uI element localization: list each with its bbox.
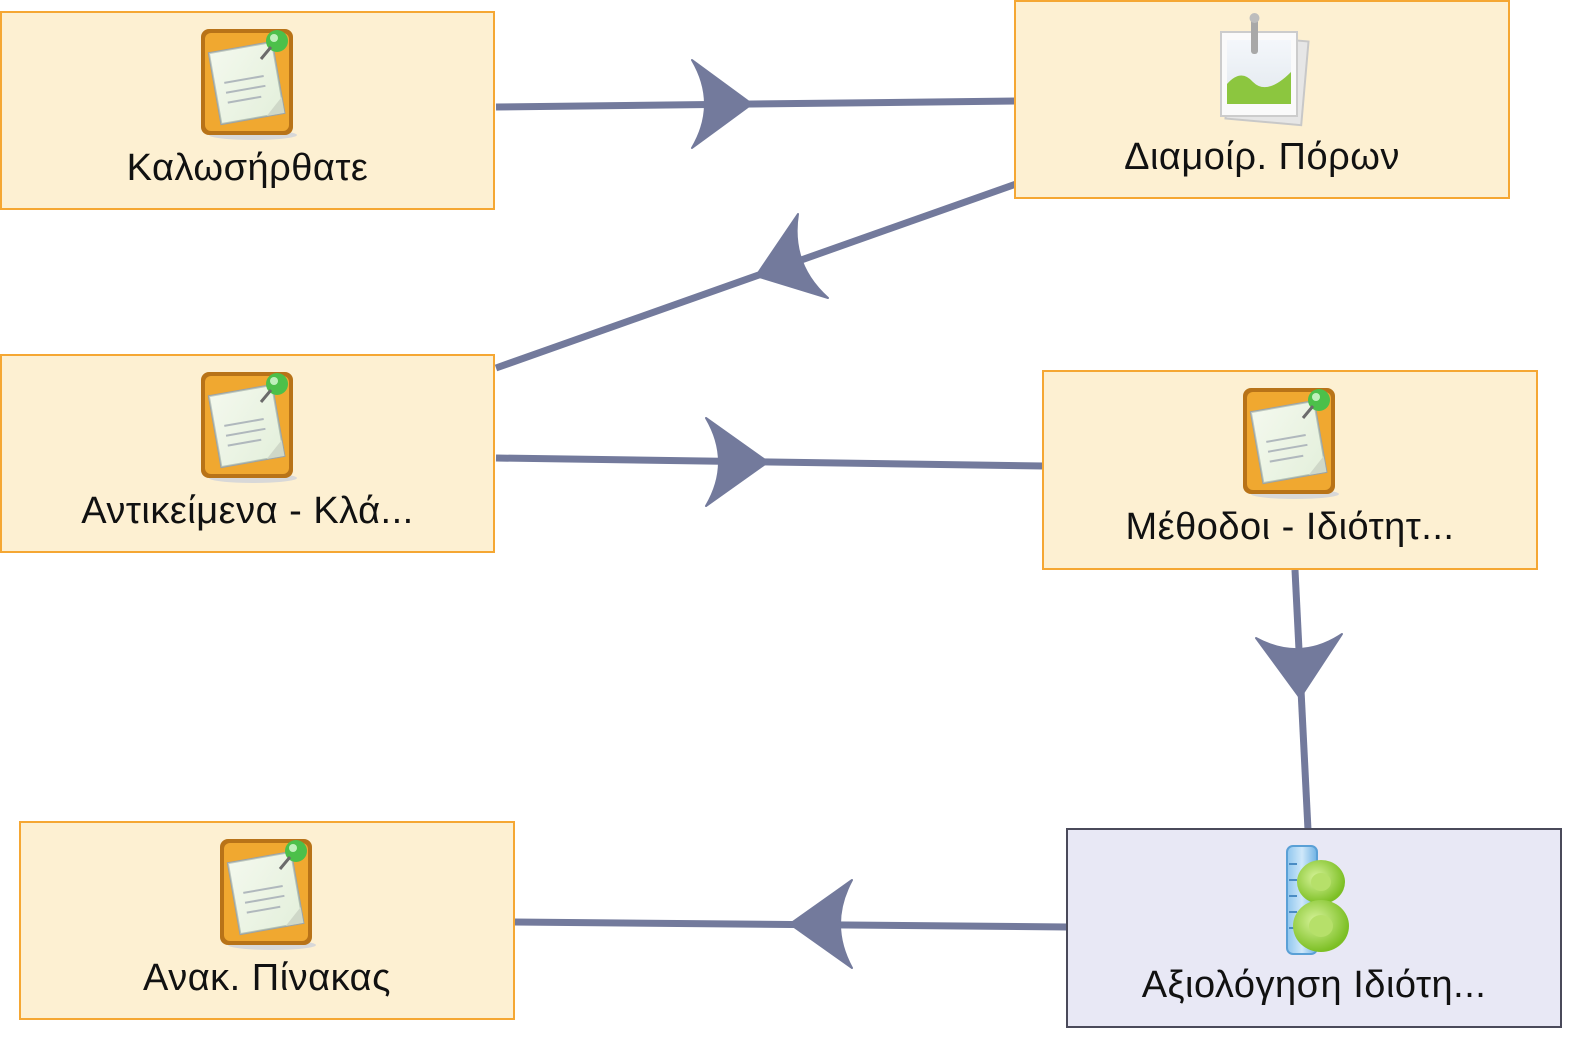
node-label: Καλωσήρθατε — [126, 147, 369, 189]
image-resource-icon — [1220, 13, 1310, 127]
node-label: Αξιολόγηση Ιδιότη... — [1141, 964, 1487, 1006]
arrowhead-objects-to-methods-icon — [705, 417, 769, 507]
node-label: Μέθοδοι - Ιδιότητ... — [1125, 506, 1455, 548]
node-objects-classes[interactable]: Αντικείμενα - Κλά... — [0, 354, 495, 553]
edge-methods-to-assessment[interactable] — [1291, 569, 1312, 831]
notes-icon — [199, 370, 298, 485]
node-resource-sharing[interactable]: Διαμοίρ. Πόρων — [1014, 0, 1510, 199]
node-assessment[interactable]: Αξιολόγηση Ιδιότη... — [1066, 828, 1562, 1028]
arrowhead-resources-to-objects-icon — [755, 213, 829, 299]
edge-objects-to-methods[interactable] — [495, 454, 1045, 470]
node-welcome[interactable]: Καλωσήρθατε — [0, 11, 495, 210]
node-methods-properties[interactable]: Μέθοδοι - Ιδιότητ... — [1042, 370, 1538, 570]
node-label: Διαμοίρ. Πόρων — [1124, 136, 1400, 178]
notes-icon — [1241, 386, 1341, 501]
node-noticeboard[interactable]: Ανακ. Πίνακας — [19, 821, 515, 1020]
notes-icon — [218, 837, 318, 952]
notes-icon — [199, 27, 298, 142]
edge-welcome-to-resources[interactable] — [495, 97, 1017, 111]
assessment-icon — [1286, 845, 1349, 955]
arrowhead-assessment-to-noticeboard-icon — [789, 879, 853, 969]
node-label: Αντικείμενα - Κλά... — [81, 490, 414, 532]
node-label: Ανακ. Πίνακας — [143, 957, 391, 999]
arrowhead-methods-to-assessment-icon — [1255, 633, 1343, 699]
arrowhead-welcome-to-resources-icon — [691, 59, 753, 149]
